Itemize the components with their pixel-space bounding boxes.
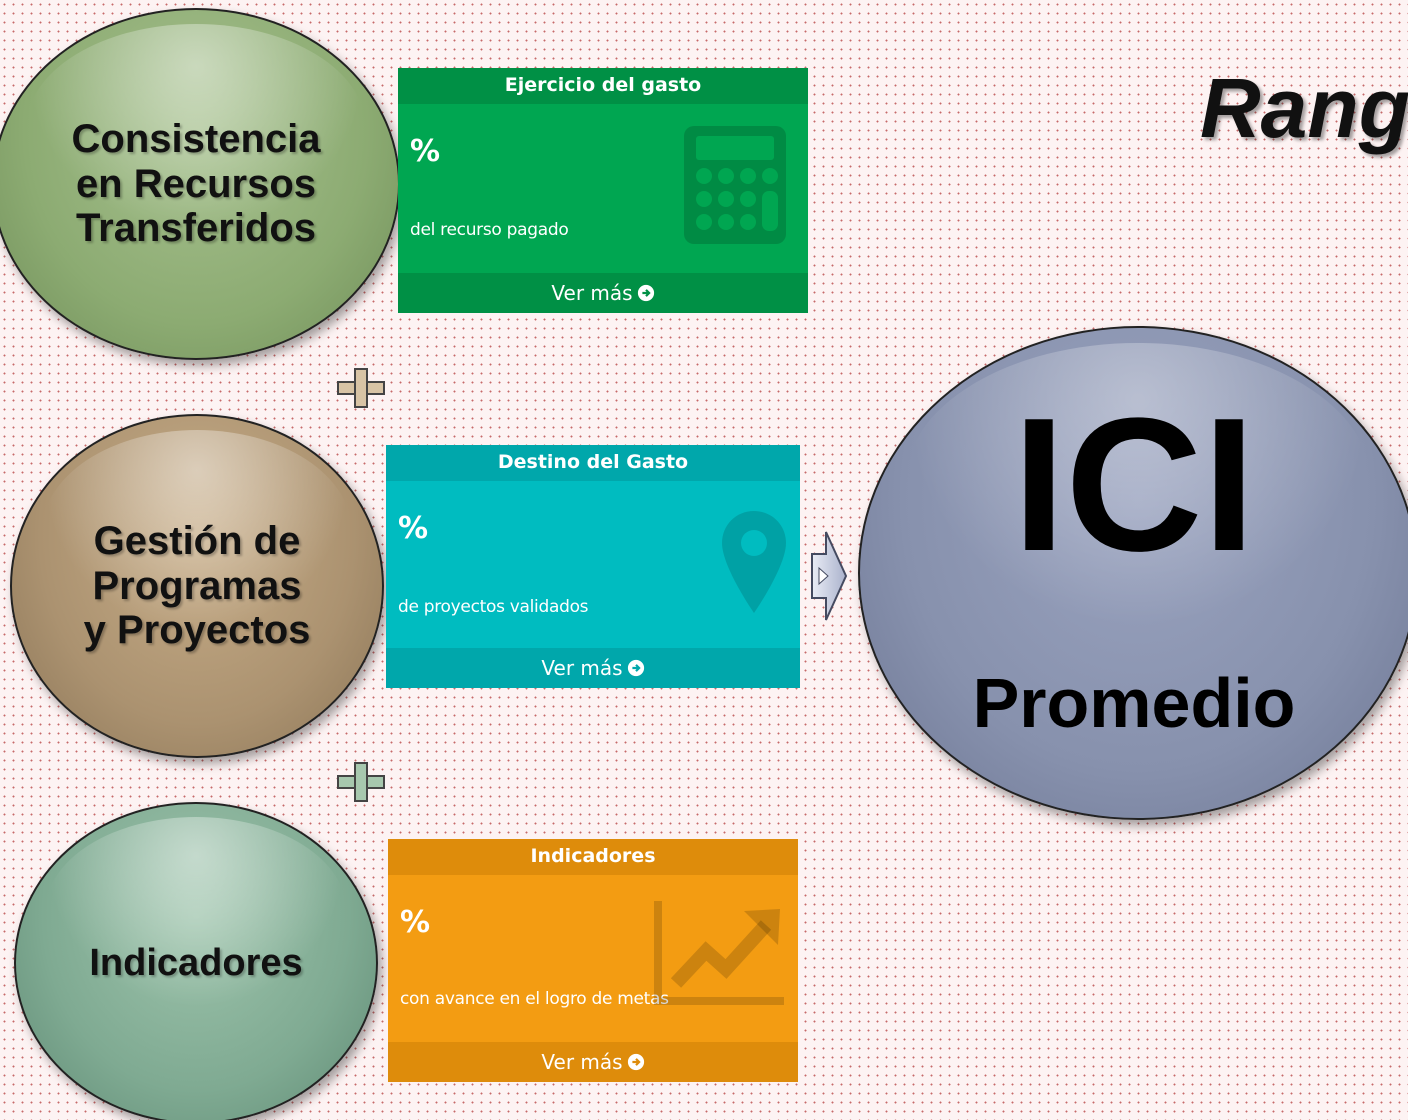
card-header: Ejercicio del gasto — [398, 68, 808, 104]
label-line: Consistencia — [71, 116, 321, 161]
card-description: de proyectos validados — [398, 597, 589, 617]
ver-mas-link[interactable]: Ver más — [388, 1042, 798, 1082]
gestion-circle: Gestión de Programas y Proyectos — [10, 414, 384, 758]
card-indicadores: Indicadores % con avance en el logro de … — [388, 839, 798, 1082]
ver-mas-label[interactable]: Ver más — [541, 656, 623, 680]
card-header: Destino del Gasto — [386, 445, 800, 481]
card-value: % — [410, 134, 441, 169]
trend-chart-icon — [654, 901, 784, 1005]
label-line: Indicadores — [89, 941, 303, 984]
ver-mas-link[interactable]: Ver más — [398, 273, 808, 313]
calculator-icon — [684, 126, 786, 244]
right-arrow-icon — [811, 531, 848, 621]
plus-icon — [337, 368, 385, 408]
gestion-label: Gestión de Programas y Proyectos — [84, 519, 311, 653]
arrow-circle-right-icon — [637, 284, 654, 302]
card-description: del recurso pagado — [410, 220, 569, 240]
label-line: Transferidos — [75, 206, 317, 251]
card-header: Indicadores — [388, 839, 798, 875]
consistencia-label: Consistencia en Recursos Transferidos — [72, 117, 321, 251]
ver-mas-label[interactable]: Ver más — [551, 281, 633, 305]
label-line: Gestión de — [93, 518, 301, 563]
card-value: % — [398, 511, 429, 546]
label-line: Programas — [92, 563, 302, 608]
consistencia-circle: Consistencia en Recursos Transferidos — [0, 8, 400, 360]
ver-mas-link[interactable]: Ver más — [386, 648, 800, 688]
card-description: con avance en el logro de metas — [400, 989, 669, 1009]
label-line: y Proyectos — [83, 608, 311, 653]
card-destino-del-gasto: Destino del Gasto % de proyectos validad… — [386, 445, 800, 688]
ver-mas-label[interactable]: Ver más — [541, 1050, 623, 1074]
arrow-circle-right-icon — [627, 1053, 644, 1071]
ici-circle: ICI Promedio — [858, 326, 1408, 820]
slide-title: Rang — [1200, 61, 1408, 155]
card-ejercicio-del-gasto: Ejercicio del gasto % del recurso pagado… — [398, 68, 808, 313]
promedio-label: Promedio — [972, 664, 1296, 742]
ici-label: ICI — [1012, 379, 1256, 591]
indicadores-label: Indicadores — [89, 942, 302, 985]
arrow-circle-right-icon — [627, 659, 644, 677]
card-value: % — [400, 905, 431, 940]
indicadores-circle: Indicadores — [14, 802, 378, 1120]
plus-icon — [337, 762, 385, 802]
label-line: en Recursos — [75, 161, 317, 206]
map-marker-icon — [722, 511, 786, 613]
